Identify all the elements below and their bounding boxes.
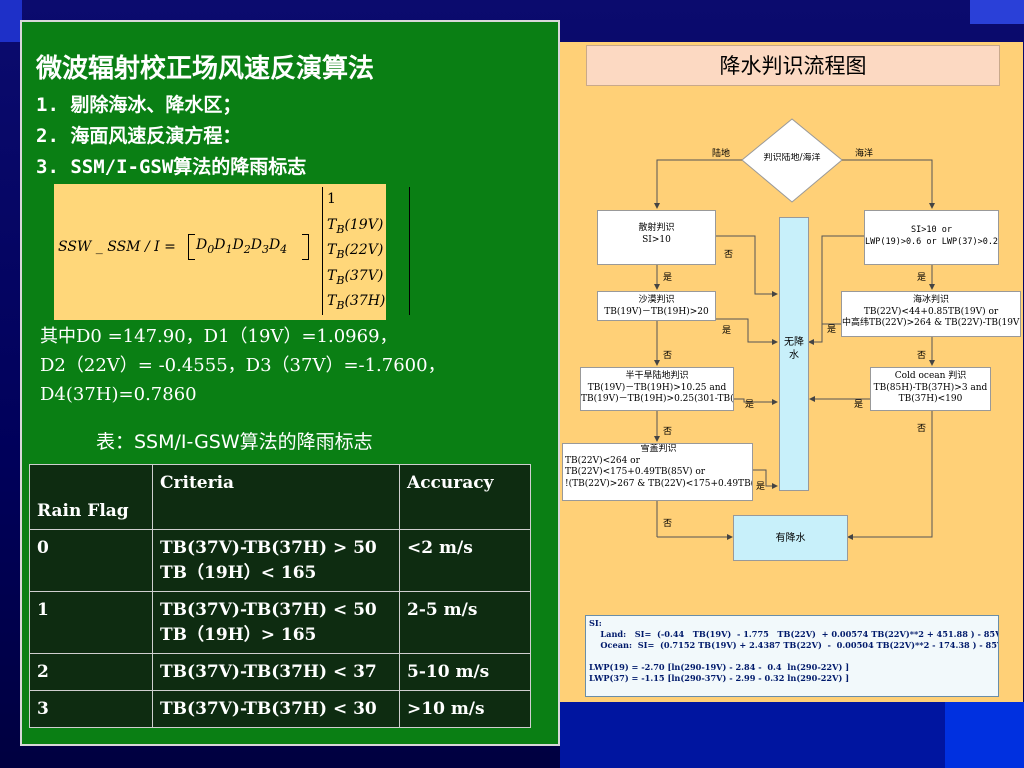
coef-line-1: 其中D0 =147.90，D1（19V）=1.0969， — [40, 326, 398, 347]
decor-block-top-left — [0, 0, 22, 42]
label-yes: 是 — [917, 273, 927, 283]
cell-flag: 0 — [29, 529, 153, 592]
label-no: 否 — [917, 351, 927, 361]
formula-bracket-left — [188, 234, 195, 260]
list-item-1: 1. 剔除海冰、降水区； — [36, 94, 242, 116]
coef-line-3: D4(37H)=0.7860 — [40, 384, 197, 405]
decision-diamond — [741, 118, 843, 203]
cell-accuracy: 5-10 m/s — [399, 653, 531, 691]
vector-row-2: TB(19V) — [327, 216, 384, 236]
cell-accuracy: <2 m/s — [399, 529, 531, 592]
cell-flag: 1 — [29, 591, 153, 654]
table-header-row: Rain Flag Criteria Accuracy — [29, 464, 531, 530]
slide-title: 微波辐射校正场风速反演算法 — [36, 54, 375, 84]
label-yes: 是 — [745, 400, 755, 410]
label-yes: 是 — [756, 482, 766, 492]
label-yes: 是 — [722, 326, 732, 336]
label-no: 否 — [663, 427, 673, 437]
vector-row-4: TB(37V) — [327, 267, 384, 287]
vector-row-1: 1 — [327, 191, 336, 207]
cell-flag: 2 — [29, 653, 153, 691]
si-formula-box: SI: Land: SI= (-0.44 TB(19V) - 1.775 TB(… — [585, 615, 999, 697]
header-accuracy: Accuracy — [399, 464, 531, 530]
vector-row-3: TB(22V) — [327, 242, 384, 261]
label-no: 否 — [663, 519, 673, 529]
cell-criteria: TB(37V)-TB(37H) < 30 — [152, 690, 400, 728]
decor-block-bottom-right — [945, 702, 1024, 768]
flowchart-title: 降水判识流程图 — [586, 45, 1000, 86]
cell-criteria: TB(37V)-TB(37H) < 37 — [152, 653, 400, 691]
decor-block-top-right — [970, 0, 1024, 24]
table-row: 3 TB(37V)-TB(37H) < 30 >10 m/s — [29, 690, 531, 728]
label-yes: 是 — [827, 325, 837, 335]
decor-block-bottom-mid — [560, 702, 945, 768]
formula-vector: 1 TB(19V) TB(22V) TB(37V) TB(37H) — [322, 187, 410, 315]
rain-box: 有降水 — [733, 515, 848, 561]
cell-flag: 3 — [29, 690, 153, 728]
table-caption: 表：SSM/I-GSW算法的降雨标志 — [96, 431, 373, 453]
formula-lhs: SSW _ SSM / I = — [58, 239, 176, 255]
formula-bracket-right — [302, 234, 309, 260]
label-yes: 是 — [854, 400, 864, 410]
rain-flag-table: Rain Flag Criteria Accuracy 0 TB(37V)-TB… — [29, 464, 531, 728]
label-no: 否 — [663, 351, 673, 361]
decision-label: 判识陆地/海洋 — [763, 153, 821, 163]
label-no: 否 — [917, 424, 927, 434]
list-item-2: 2. 海面风速反演方程： — [36, 125, 242, 147]
no-rain-box: 无降水 — [779, 217, 809, 491]
label-land: 陆地 — [712, 149, 731, 159]
header-criteria: Criteria — [152, 464, 400, 530]
flowchart-connectors — [654, 118, 935, 540]
label-yes: 是 — [663, 273, 673, 283]
flowchart-panel: 降水判识流程图 判识陆地/海洋 陆地 — [560, 42, 1023, 702]
coef-line-2: D2（22V）= -0.4555，D3（37V）=-1.7600， — [40, 355, 446, 376]
list-item-3: 3. SSM/I-GSW算法的降雨标志 — [36, 156, 307, 178]
cell-accuracy: >10 m/s — [399, 690, 531, 728]
formula-box: SSW _ SSM / I = D0D1D2D3D4 1 TB(19V) TB(… — [54, 184, 410, 320]
formula-coefficients: D0D1D2D3D4 — [196, 237, 288, 256]
label-ocean: 海洋 — [855, 149, 874, 159]
label-no: 否 — [724, 250, 734, 260]
header-rain-flag: Rain Flag — [29, 464, 153, 530]
cell-accuracy: 2-5 m/s — [399, 591, 531, 654]
table-row: 2 TB(37V)-TB(37H) < 37 5-10 m/s — [29, 653, 531, 691]
vector-row-5: TB(37H) — [327, 293, 386, 313]
left-panel: 微波辐射校正场风速反演算法 1. 剔除海冰、降水区； 2. 海面风速反演方程： … — [20, 20, 560, 746]
coefficient-text: 其中D0 =147.90，D1（19V）=1.0969， D2（22V）= -0… — [40, 322, 560, 409]
